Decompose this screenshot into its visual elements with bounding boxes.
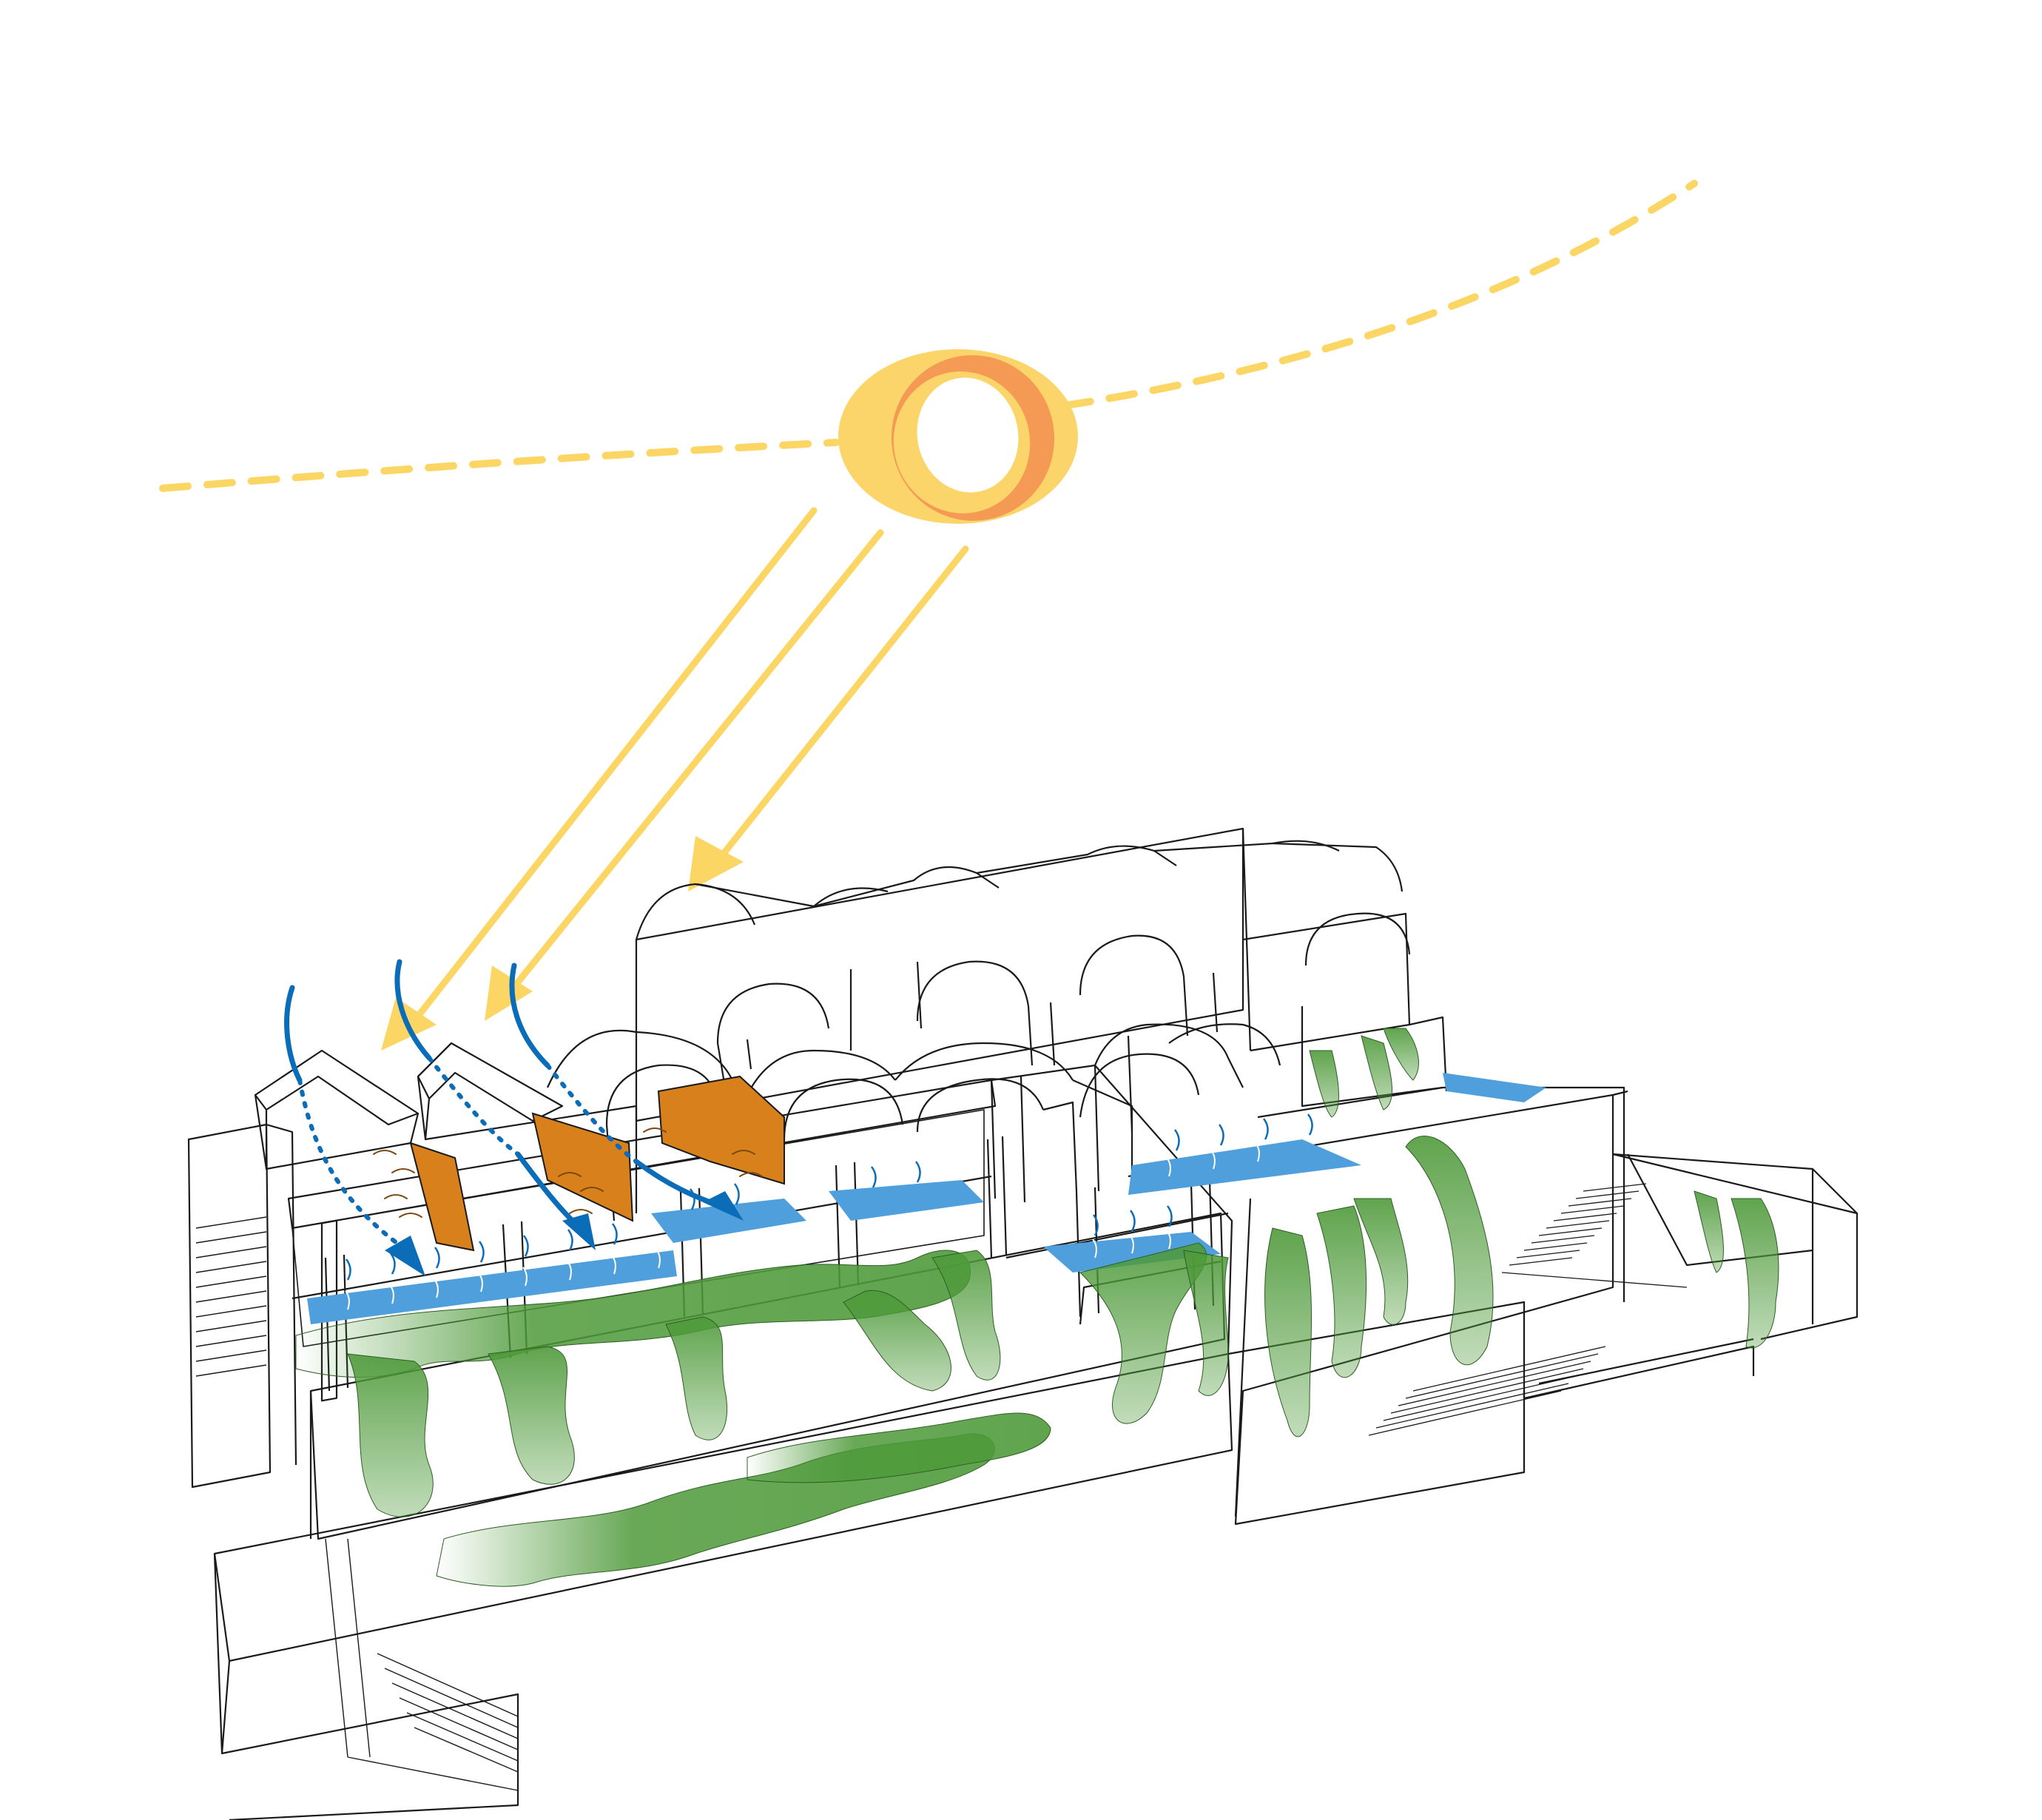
- vegetation-patch: [1316, 1205, 1367, 1378]
- vapor-marks: [345, 1113, 1313, 1281]
- vegetation-patch: [1361, 1035, 1392, 1110]
- vegetation-patch: [747, 1412, 1051, 1483]
- breeze-arrowhead: [703, 1191, 744, 1221]
- sun-ray-arrowhead: [688, 836, 744, 892]
- breeze-arrowhead: [385, 1236, 425, 1276]
- thermal-mass-walls: [409, 1075, 785, 1252]
- vegetation-patch: [1264, 1227, 1312, 1438]
- sun-ray-arrowhead: [485, 965, 533, 1021]
- water-pool: [1443, 1073, 1546, 1102]
- vegetation-patch: [1353, 1198, 1409, 1325]
- thermal-mass-wall: [531, 1112, 634, 1222]
- heat-radiation-marks: [373, 1128, 763, 1218]
- vegetation-patch: [1183, 1250, 1229, 1396]
- thermal-mass-wall: [409, 1142, 475, 1252]
- sun-ray-arrow: [507, 529, 884, 995]
- vegetation-patch: [1405, 1136, 1494, 1366]
- building-linework: [187, 827, 1859, 1820]
- water-pool: [829, 1180, 984, 1221]
- sun-ray-arrow: [710, 545, 969, 869]
- vegetation-patch: [1731, 1198, 1779, 1349]
- vegetation-patch: [347, 1353, 434, 1517]
- breeze-arrow: [427, 1056, 520, 1156]
- sun-icon: [838, 349, 1078, 524]
- vegetation-patch: [1694, 1190, 1724, 1273]
- sun-rays: [411, 507, 969, 1025]
- breeze-arrow: [297, 1078, 409, 1253]
- breeze-arrow: [509, 963, 550, 1068]
- vegetation: [295, 1028, 1779, 1587]
- vegetation-patch: [931, 1250, 1001, 1381]
- thermal-mass-wall: [657, 1075, 785, 1185]
- water-pool: [651, 1199, 806, 1243]
- breeze-arrow: [284, 985, 303, 1083]
- vegetation-patch: [1309, 1050, 1339, 1118]
- sun-ray-arrow: [411, 507, 818, 1025]
- breeze-arrow: [545, 1063, 638, 1164]
- vegetation-patch: [843, 1290, 951, 1392]
- water-pool: [307, 1250, 677, 1324]
- breeze-arrowhead: [562, 1213, 596, 1250]
- breeze-arrowheads: [385, 1191, 744, 1276]
- vegetation-patch: [1383, 1028, 1419, 1081]
- vegetation-patch: [665, 1316, 728, 1440]
- water-pool: [1128, 1139, 1361, 1195]
- breeze-arrow: [394, 959, 432, 1061]
- evaporation-ripples: [345, 1142, 1260, 1310]
- vegetation-patch: [488, 1346, 575, 1485]
- sun-path: [159, 180, 1698, 492]
